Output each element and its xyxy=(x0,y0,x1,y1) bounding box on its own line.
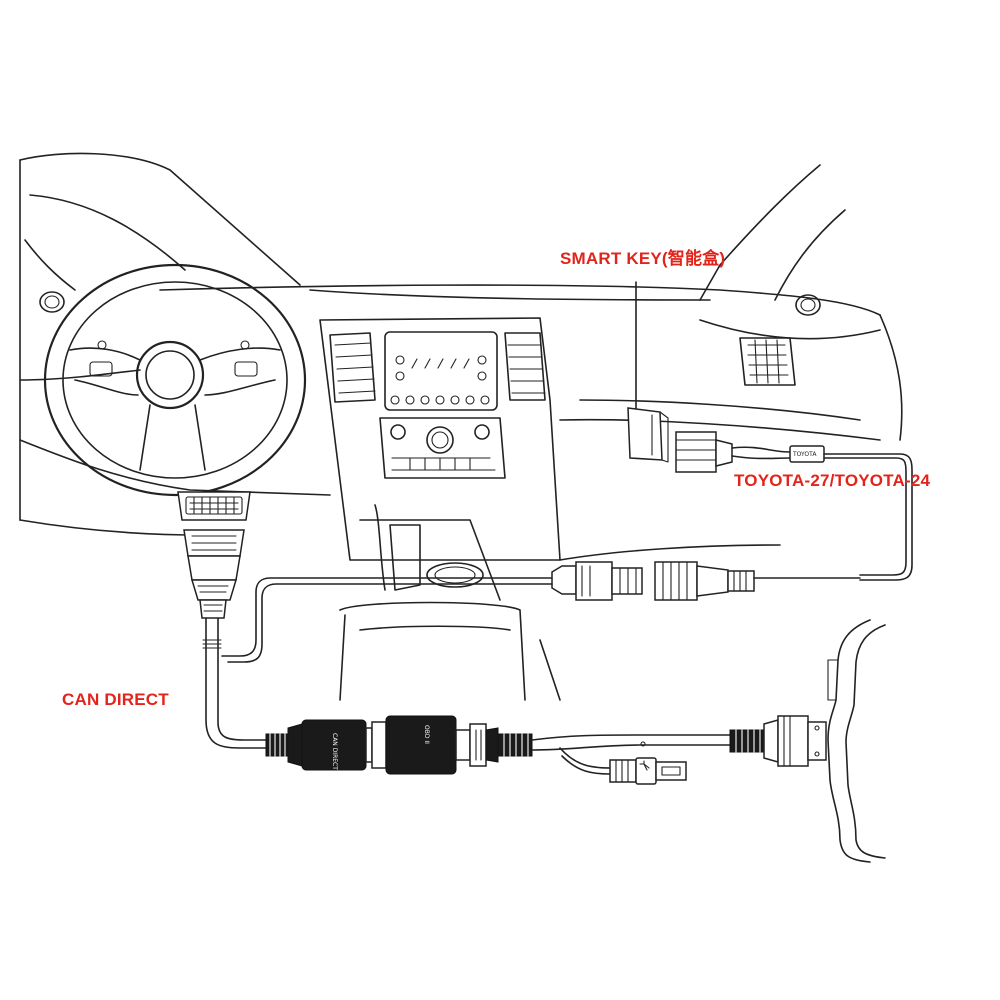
can-direct-label: CAN DIRECT xyxy=(62,690,169,709)
climate-screen-icons xyxy=(390,355,490,405)
split-cable xyxy=(531,734,731,775)
cable-ties xyxy=(202,639,222,649)
can-direct-adapter: CAN DIRECT xyxy=(265,719,373,771)
car-interior xyxy=(19,152,903,701)
obd-plug xyxy=(183,529,245,619)
usb-icon xyxy=(609,741,687,785)
steering-wheel-icon xyxy=(43,263,307,497)
diagnostic-tablet xyxy=(827,619,886,863)
smart-key-harness-connector: TOYOTA xyxy=(675,431,913,581)
smart-key-box xyxy=(627,281,669,463)
smart-key-label: SMART KEY(智能盒) xyxy=(560,249,726,268)
main-cable xyxy=(205,577,553,749)
obd-adapter: OBD II xyxy=(371,715,533,775)
toyota-cable-label: TOYOTA-27/TOYOTA-24 xyxy=(734,471,931,490)
db9-connector xyxy=(729,715,827,767)
toyota-tag-text: TOYOTA xyxy=(792,451,817,458)
can-direct-body-text: CAN DIRECT xyxy=(331,733,338,770)
obd-adapter-text: OBD II xyxy=(423,725,430,744)
toyota-cable-connectors xyxy=(551,561,861,601)
obd-port-icon xyxy=(177,491,251,521)
